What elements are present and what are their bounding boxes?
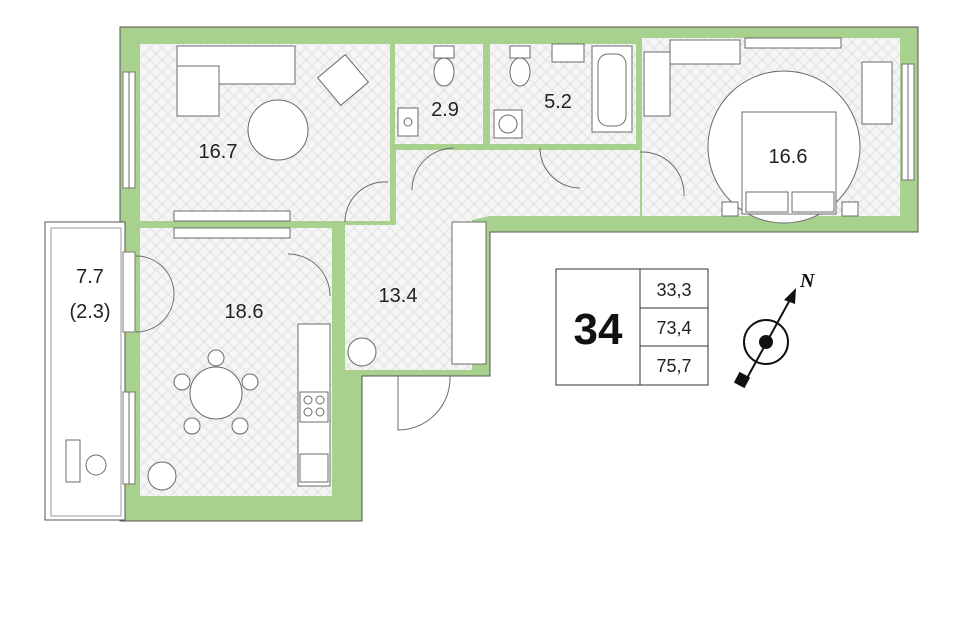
area-living: 33,3 [656, 280, 691, 300]
area-total: 73,4 [656, 318, 691, 338]
dining-chair-icon [207, 349, 225, 367]
doors [135, 147, 685, 431]
nightstand-icon [721, 201, 739, 217]
balcony-chair [85, 454, 107, 476]
plant-icon [147, 461, 177, 491]
living-furniture [173, 45, 370, 222]
balcony-inner [50, 227, 122, 517]
door-bath-small [411, 147, 455, 191]
bedroom-furniture [643, 37, 893, 224]
round-table-icon [247, 99, 309, 161]
hallway-floor [345, 150, 640, 370]
apartment-info-box: 34 33,3 73,4 75,7 [555, 268, 709, 386]
window-balcony-door [122, 251, 136, 333]
kitchen-sink-icon [299, 453, 329, 483]
bathroom-fixtures [397, 43, 633, 139]
large-bathroom-area: 5.2 [544, 91, 572, 113]
bathroom-sink-icon [551, 43, 585, 63]
info-box-frame [555, 268, 709, 386]
hall-wardrobe-icon [451, 221, 487, 365]
stove-icon [299, 391, 329, 423]
toilet-icon [433, 45, 455, 59]
living-room-area: 16.7 [199, 141, 238, 163]
compass-north-icon: N [733, 270, 816, 389]
door-balcony [135, 255, 175, 333]
balcony [44, 221, 126, 521]
tv-unit-icon [173, 210, 291, 222]
toilet-2-icon [509, 45, 531, 59]
desk-icon [861, 61, 893, 125]
balcony-area: 7.7 [76, 266, 104, 288]
door-bath-large [539, 147, 581, 189]
kitchen-area: 18.6 [225, 301, 264, 323]
balcony-outline [44, 221, 126, 521]
door-bedroom [639, 151, 685, 197]
apartment-number: 34 [574, 305, 623, 354]
armchair-icon [316, 53, 370, 107]
hall-round-table-icon [347, 337, 377, 367]
balcony-table [65, 439, 81, 483]
compass-north-label: N [799, 270, 816, 292]
door-kitchen [287, 253, 331, 297]
door-entrance [397, 375, 451, 431]
windows [122, 63, 915, 485]
dining-table-icon [189, 366, 243, 420]
hall-furniture [347, 221, 487, 367]
bedroom-area: 16.6 [769, 146, 808, 168]
wardrobe-icon [669, 39, 741, 65]
kitchen-cabinet-icon [173, 227, 291, 239]
small-bathroom-area: 2.9 [431, 99, 459, 121]
hall-area: 13.4 [379, 285, 418, 307]
balcony-area-reduced: (2.3) [69, 301, 110, 323]
room-labels: 16.7 2.9 5.2 16.6 18.6 13.4 7.7 (2.3) [69, 91, 807, 323]
area-total-with-balcony: 75,7 [656, 356, 691, 376]
door-living [344, 181, 389, 223]
kitchen-furniture [147, 227, 331, 491]
